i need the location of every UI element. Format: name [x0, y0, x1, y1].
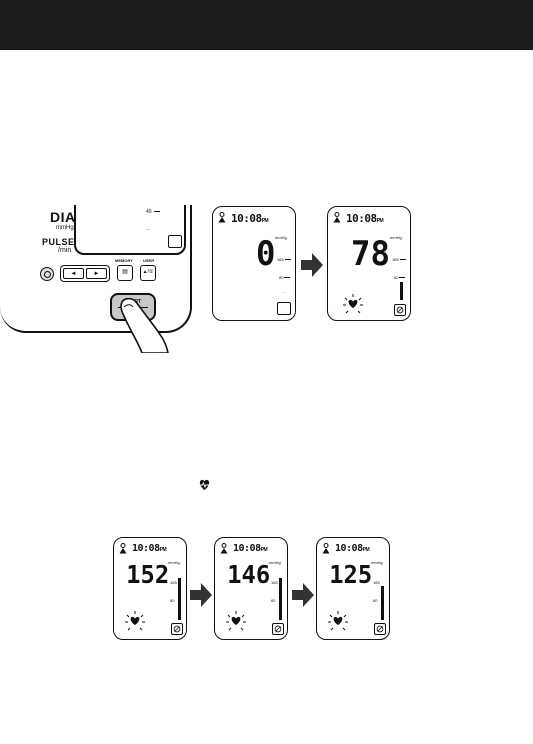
- lcd-unit: mmHg: [275, 235, 287, 240]
- lcd-time: 10:08PM: [346, 212, 383, 225]
- monitor-tick-top: 40: [146, 209, 160, 215]
- lcd-empty-box: [277, 302, 291, 315]
- lcd-pressure-value: 146: [227, 562, 270, 587]
- header-bar: [0, 0, 533, 50]
- right-arrow-button[interactable]: ►: [86, 268, 107, 279]
- cuff-wrap-icon: [171, 623, 183, 635]
- cuff-wrap-icon: [272, 623, 284, 635]
- right-arrow-icon: [292, 583, 314, 607]
- lcd-unit: mmHg: [371, 560, 383, 565]
- display-deflating-3: 10:08PM mmHg 125 165 80: [316, 537, 390, 640]
- lcd-unit: mmHg: [269, 560, 281, 565]
- lcd-level-bar: [400, 282, 403, 300]
- cuff-wrap-icon: [374, 623, 386, 635]
- lcd-level-bar: [279, 578, 282, 620]
- lcd-time: 10:08PM: [132, 543, 166, 554]
- heartbeat-icon: [124, 610, 146, 632]
- lcd-pressure-value: 0: [256, 237, 275, 271]
- lcd-tick-165: 165: [170, 580, 177, 585]
- user-icon: [119, 543, 127, 554]
- lcd-time: 10:08PM: [231, 212, 268, 225]
- cuff-wrap-icon: [394, 304, 406, 316]
- monitor-indicator-box: [168, 235, 182, 248]
- arrow-button-group: ◄ ►: [60, 265, 110, 282]
- pulse-unit: /min: [58, 247, 71, 254]
- lcd-pressure-value: 78: [351, 237, 390, 271]
- lcd-tick-165: 165: [277, 257, 291, 262]
- lcd-level-bar: [178, 578, 181, 620]
- right-arrow-icon: [190, 583, 212, 607]
- monitor-tick-mid: ...: [146, 226, 150, 232]
- dia-label: DIA: [50, 209, 76, 225]
- display-initial: 10:08PM mmHg 0 165 80 ...: [212, 206, 296, 321]
- heartbeat-icon: [198, 478, 211, 491]
- lcd-pressure-value: 152: [126, 562, 169, 587]
- display-inflating: 10:08PM mmHg 78 165 80: [327, 206, 411, 321]
- lcd-time: 10:08PM: [233, 543, 267, 554]
- round-button[interactable]: [40, 267, 54, 281]
- lcd-tick-165: 165: [373, 580, 380, 585]
- display-deflating-2: 10:08PM mmHg 146 165 80: [214, 537, 288, 640]
- left-arrow-button[interactable]: ◄: [63, 268, 84, 279]
- lcd-unit: mmHg: [168, 560, 180, 565]
- lcd-tick-165: 165: [271, 580, 278, 585]
- memory-button[interactable]: ▤: [117, 265, 133, 281]
- user-icon: [220, 543, 228, 554]
- lcd-tick-dots: ...: [283, 289, 286, 294]
- lcd-tick-80: 80: [271, 598, 275, 603]
- finger-press-icon: [120, 298, 170, 353]
- user-icon: [333, 212, 341, 223]
- heartbeat-icon: [225, 610, 247, 632]
- lcd-tick-165: 165: [392, 257, 406, 262]
- lcd-tick-80: 80: [279, 275, 290, 280]
- memory-label: MEMORY: [115, 258, 133, 263]
- dia-unit: mmHg: [56, 225, 74, 231]
- display-deflating-1: 10:08PM mmHg 152 165 80: [113, 537, 187, 640]
- user-label: USER: [143, 258, 154, 263]
- heartbeat-icon: [342, 293, 364, 315]
- lcd-pressure-value: 125: [329, 562, 372, 587]
- right-arrow-icon: [301, 253, 323, 277]
- lcd-tick-80: 80: [394, 275, 405, 280]
- pulse-label: PULSE: [42, 237, 75, 247]
- user-button[interactable]: ▲/②: [140, 265, 156, 281]
- lcd-unit: mmHg: [390, 235, 402, 240]
- user-icon: [218, 212, 226, 223]
- lcd-time: 10:08PM: [335, 543, 369, 554]
- monitor-screen: 40 ...: [74, 205, 186, 255]
- user-icon: [322, 543, 330, 554]
- heartbeat-icon: [327, 610, 349, 632]
- lcd-tick-80: 80: [373, 598, 377, 603]
- lcd-tick-80: 80: [170, 598, 174, 603]
- lcd-level-bar: [381, 586, 384, 620]
